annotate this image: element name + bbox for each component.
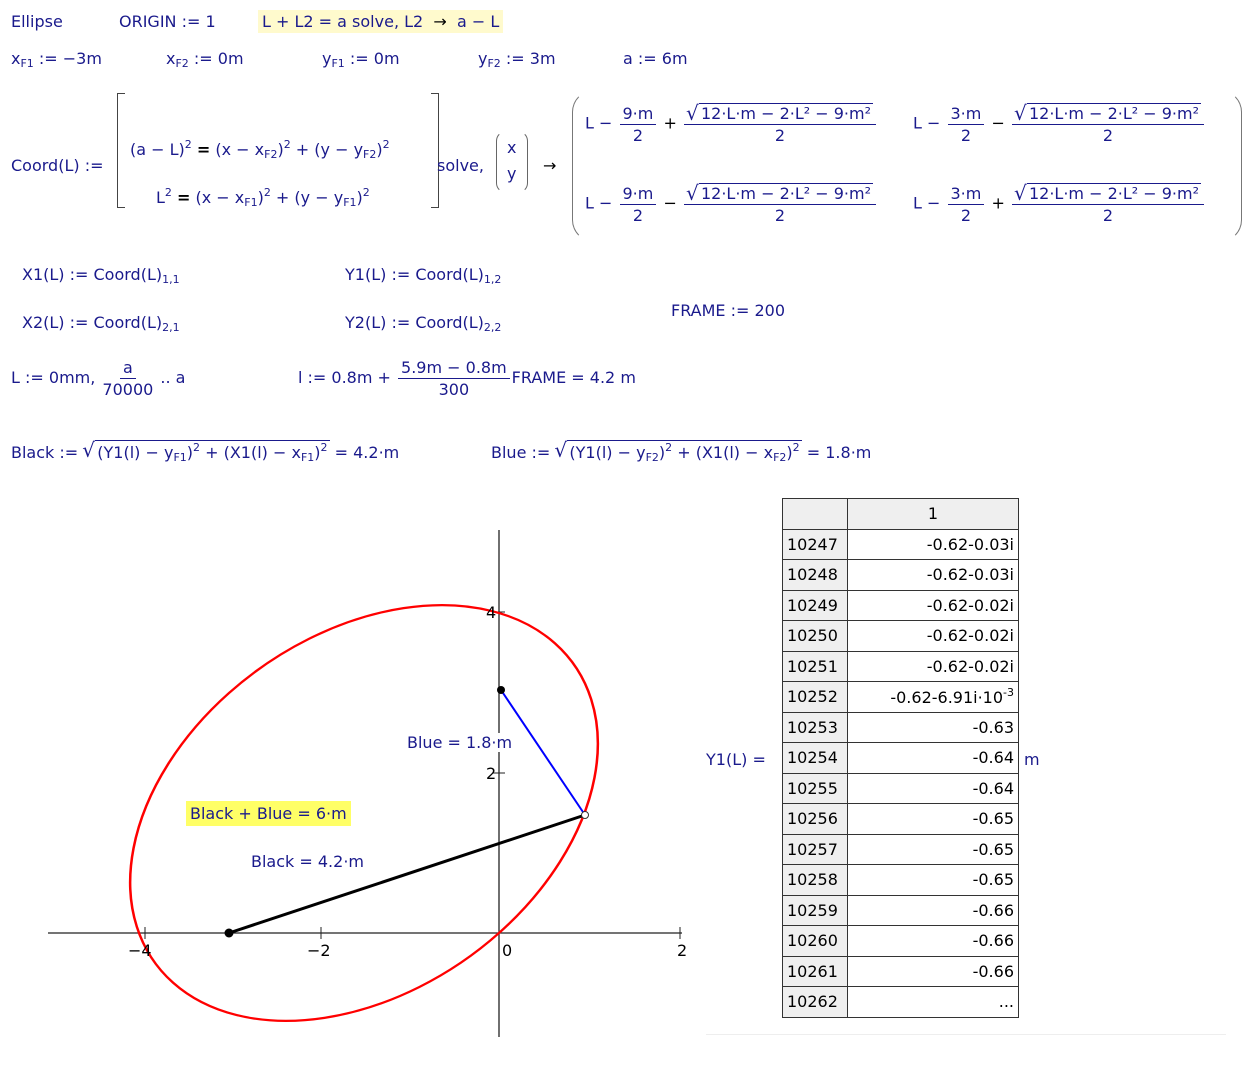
y-tick-label: 2 <box>486 764 497 783</box>
plot-canvas <box>48 530 682 1037</box>
a-definition[interactable]: a := 6m <box>623 49 688 68</box>
table-row: 10255-0.64 <box>782 772 1019 804</box>
coord-definition[interactable]: Coord(L) := (a − L)2 = (x − xF2)2 + (y −… <box>11 88 571 213</box>
ellipse-curve <box>128 604 600 1022</box>
solve-keyword: solve, <box>437 156 484 175</box>
table-row: 10251-0.62-0.02i <box>782 650 1019 682</box>
table-unit[interactable]: m <box>1024 750 1040 769</box>
black-definition[interactable]: Black := (Y1(l) − yF1)2 + (X1(l) − xF1)2… <box>11 438 399 464</box>
x-tick-label: 0 <box>502 941 513 960</box>
region-divider <box>706 1034 1226 1035</box>
solve-result-matrix: L − 9·m2 + 12·L·m − 2·L² − 9·m²2 L − 3·m… <box>572 90 1242 242</box>
table-row: 10254-0.64 <box>782 742 1019 774</box>
coord-lhs: Coord(L) := <box>11 156 104 175</box>
frame-definition[interactable]: FRAME := 200 <box>671 301 786 320</box>
column-header: 1 <box>847 498 1019 530</box>
result-cell-2-1: L − 9·m2 − 12·L·m − 2·L² − 9·m²2 <box>585 181 878 225</box>
table-row: 10260-0.66 <box>782 925 1019 957</box>
table-row: 10259-0.66 <box>782 894 1019 926</box>
table-row: 10258-0.65 <box>782 864 1019 896</box>
y2-definition[interactable]: Y2(L) := Coord(L)2,2 <box>345 313 502 334</box>
focus-f2-marker <box>497 686 505 694</box>
x1-definition[interactable]: X1(L) := Coord(L)1,1 <box>22 265 180 286</box>
table-row: 10252-0.62-6.91i·10-3 <box>782 681 1019 713</box>
result-cell-2-2: L − 3·m2 + 12·L·m − 2·L² − 9·m²2 <box>913 181 1206 225</box>
result-cell-1-1: L − 9·m2 + 12·L·m − 2·L² − 9·m²2 <box>585 101 878 145</box>
blue-definition[interactable]: Blue := (Y1(l) − yF2)2 + (X1(l) − xF2)2 … <box>491 438 871 464</box>
xF1-definition[interactable]: xF1 := −3m <box>11 49 102 70</box>
y-tick-label: 4 <box>486 603 497 622</box>
focus-f1-marker <box>224 928 234 938</box>
table-label: Y1(L) = <box>706 750 766 769</box>
table-row: 10256-0.65 <box>782 803 1019 835</box>
table-row: 10250-0.62-0.02i <box>782 620 1019 652</box>
results-table[interactable]: 1 10247-0.62-0.03i 10248-0.62-0.03i 1024… <box>782 498 1019 1018</box>
y1-definition[interactable]: Y1(L) := Coord(L)1,2 <box>345 265 502 286</box>
table-row: 10257-0.65 <box>782 833 1019 865</box>
moving-point-marker <box>581 811 589 819</box>
origin-definition[interactable]: ORIGIN := 1 <box>119 12 216 31</box>
x-tick-label: −2 <box>307 941 331 960</box>
table-row: 10262... <box>782 986 1019 1018</box>
solve-expression[interactable]: L + L2 = a solve, L2 → a − L <box>258 10 504 33</box>
x-tick-label: 2 <box>677 941 688 960</box>
yF2-definition[interactable]: yF2 := 3m <box>478 49 556 70</box>
yF1-definition[interactable]: yF1 := 0m <box>322 49 400 70</box>
xF2-definition[interactable]: xF2 := 0m <box>166 49 244 70</box>
header-corner <box>782 498 848 530</box>
x-tick-label: −4 <box>128 941 152 960</box>
table-row: 10261-0.66 <box>782 955 1019 987</box>
blue-segment <box>500 689 586 816</box>
x2-definition[interactable]: X2(L) := Coord(L)2,1 <box>22 313 180 334</box>
equation-matrix-bracket: (a − L)2 = (x − xF2)2 + (y − yF2)2 L2 = … <box>117 93 439 209</box>
worksheet-title: Ellipse <box>11 12 63 31</box>
blue-length-annotation[interactable]: Blue = 1.8·m <box>407 733 513 752</box>
result-cell-1-2: L − 3·m2 − 12·L·m − 2·L² − 9·m²2 <box>913 101 1206 145</box>
table-row: 10249-0.62-0.02i <box>782 589 1019 621</box>
equation-row-1: (a − L)2 = (x − xF2)2 + (y − yF2)2 <box>130 138 390 161</box>
sum-annotation[interactable]: Black + Blue = 6·m <box>186 801 351 826</box>
xy-plot[interactable]: −4 −2 0 2 2 4 Blue = 1.8·m Black + Blue … <box>0 500 700 1060</box>
table-header-row: 1 <box>782 498 1019 530</box>
symbolic-arrow: → <box>543 156 557 175</box>
table-row: 10247-0.62-0.03i <box>782 528 1019 560</box>
black-length-annotation[interactable]: Black = 4.2·m <box>251 852 364 871</box>
equation-row-2: L2 = (x − xF1)2 + (y − yF1)2 <box>156 186 370 209</box>
table-row: 10248-0.62-0.03i <box>782 559 1019 591</box>
table-row: 10253-0.63 <box>782 711 1019 743</box>
solve-variables-vector: x y <box>496 131 528 193</box>
black-segment <box>228 813 586 935</box>
